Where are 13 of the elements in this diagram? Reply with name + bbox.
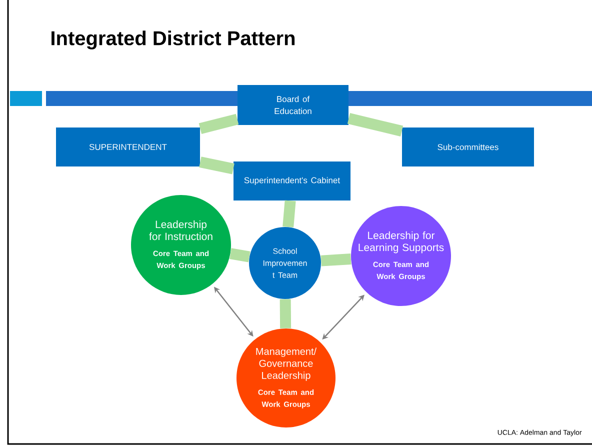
box-node: Board of Education xyxy=(238,85,348,125)
connector-band xyxy=(230,248,250,262)
connector-band xyxy=(199,156,234,174)
connector-band xyxy=(347,113,404,136)
box-node: Sub-committees xyxy=(402,128,534,166)
circle-node: School Improvemen t Team xyxy=(249,227,321,299)
connector-band xyxy=(198,114,239,134)
connector-band xyxy=(282,200,296,228)
box-node: Superintendent's Cabinet xyxy=(234,162,350,200)
box-node: SUPERINTENDENT xyxy=(56,128,200,166)
title: Integrated District Pattern xyxy=(52,30,295,50)
connector-band xyxy=(320,254,352,266)
connector-band xyxy=(280,299,292,328)
